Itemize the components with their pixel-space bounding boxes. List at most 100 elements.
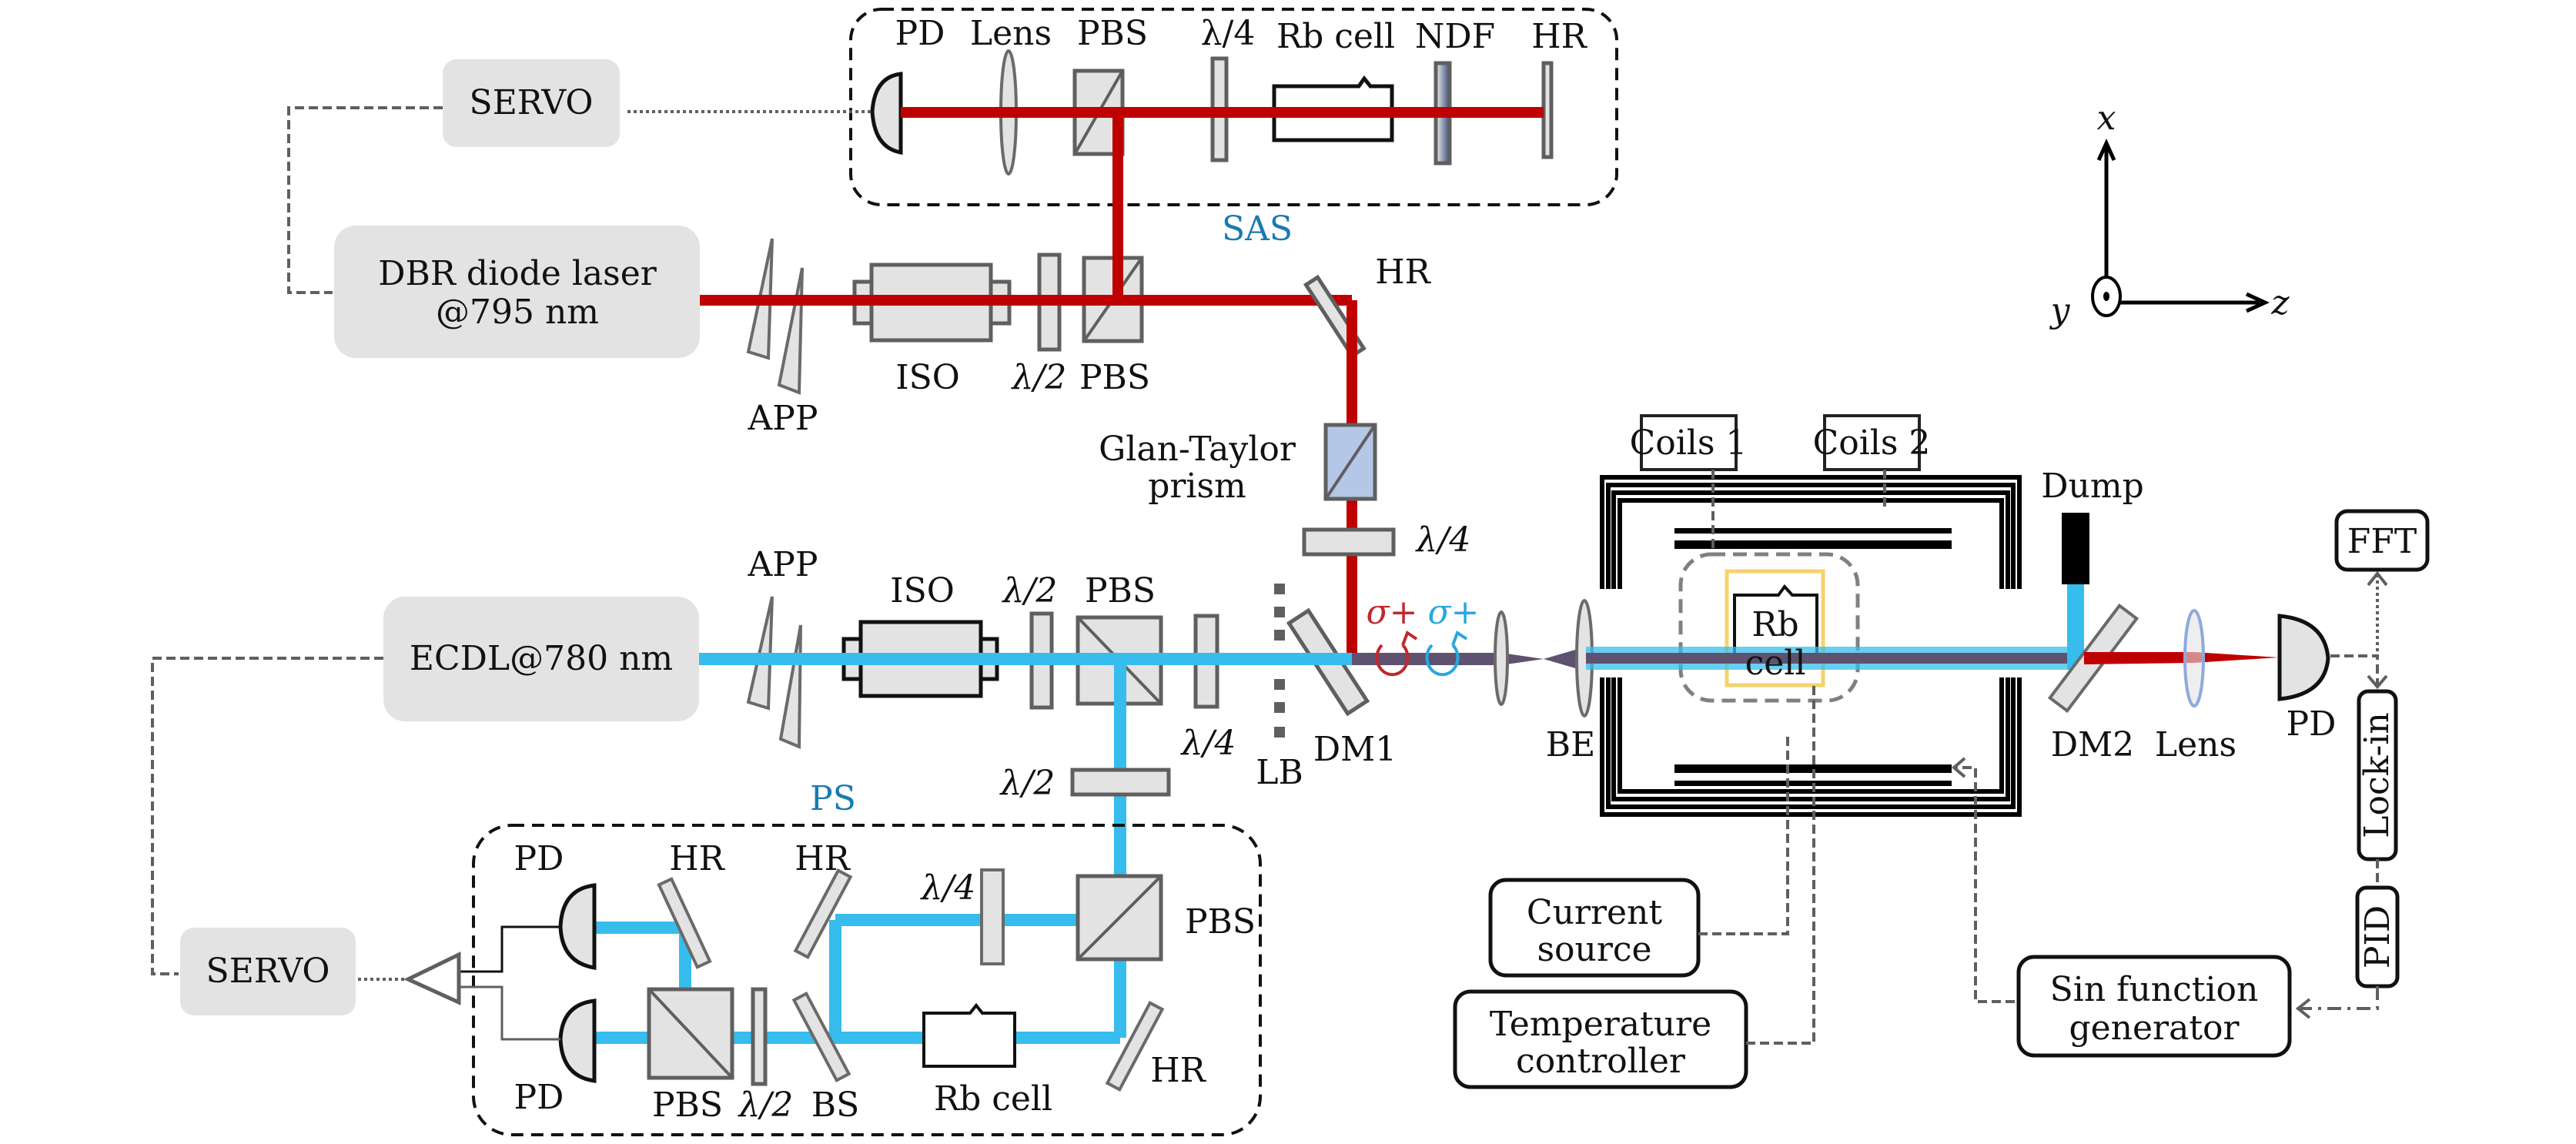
servo-bottom-box [180,928,356,1015]
sas-ndf-label: NDF [1415,17,1495,56]
dbr-iso-label: ISO [895,358,960,397]
chamber-rb-cell-line2: cell [1745,644,1806,683]
differential-amplifier-icon [403,952,461,1005]
oven-enclosure [1678,552,1860,703]
pump-polarization-label: σ+ [1367,593,1418,632]
dbr-hr-label: HR [1375,253,1431,292]
ecdl-half-wave-down-label: λ/2 [999,764,1055,803]
coils-1-label: Coils 1 [1630,423,1748,463]
ps-half-wave-plate [751,987,768,1086]
glan-taylor-line2: prism [1148,467,1246,506]
sas-rb-cell-label: Rb cell [1276,17,1395,56]
glan-taylor-line1: Glan-Taylor [1099,430,1296,469]
dump-label: Dump [2041,467,2144,506]
z-axis-label: z [2270,283,2290,323]
beam-dump [2062,513,2089,584]
oven-heater [1725,569,1825,687]
sas-pd-label: PD [895,14,945,53]
dbr-laser-box [334,226,700,358]
temperature-controller-line1: Temperature [1490,1005,1711,1044]
detection-photodiode [2277,614,2330,701]
ps-rb-cell-label: Rb cell [934,1079,1052,1119]
ps-hr-1 [657,877,712,969]
dm1-label: DM1 [1313,730,1397,769]
ecdl-label: ECDL@780 nm [410,639,673,678]
dm2-label: DM2 [2051,725,2134,764]
dbr-app-label: APP [748,399,818,438]
sas-quarter-wave-label: λ/4 [1201,14,1256,53]
ps-hr-3 [1105,1000,1165,1092]
coordinate-axes: x y z [2049,99,2290,330]
pid-label: PID [2358,905,2397,968]
servo-top-box [443,59,620,147]
ps-quarter-wave-label: λ/4 [920,868,976,908]
sas-group: SAS PD Lens PBS λ/4 Rb cell NDF HR [849,8,1618,249]
be-lens-1 [1494,610,1509,706]
coil-bar-top-1 [1674,528,1952,534]
ecdl-app-prism-2 [778,624,802,749]
sas-hr-mirror [1541,61,1554,159]
ecdl-half-wave-label: λ/2 [1002,571,1058,610]
generator-to-coils-wire [1954,766,2015,1003]
detection-lens-label: Lens [2155,725,2236,764]
coils-1-box [1640,414,1738,471]
chamber-rb-cell-line1: Rb [1751,605,1798,644]
ps-pd-bottom-label: PD [514,1078,564,1117]
coil-bar-top-2 [1674,540,1952,549]
pump-circular-polarization-icon [1375,644,1410,677]
sas-group-label: SAS [1222,209,1293,249]
ecdl-box [383,597,699,721]
pid-to-generator-wire [2298,986,2379,1010]
coils-2-label: Coils 2 [1813,423,1931,463]
dbr-laser-line2: @795 nm [436,293,599,332]
sas-photodiode [870,72,903,155]
ecdl-pbs-label: PBS [1085,571,1156,610]
coils-2-box [1823,414,1921,471]
servo-top-label: SERVO [470,83,594,122]
ps-hr-2 [793,868,853,960]
detection-pd-label: PD [2287,704,2337,744]
ps-group: PS PD PD HR HR λ/4 PBS PBS λ/2 BS Rb cel… [460,779,1262,1136]
be-label: BE [1546,725,1595,764]
fft-box [2334,509,2430,572]
ps-group-border [472,824,1262,1136]
servo-bottom-label: SERVO [206,952,330,991]
coil-bar-bottom-1 [1674,764,1952,773]
dbr-app-prism-2 [777,267,804,395]
ecdl-app-label: APP [748,545,818,584]
ps-half-wave-label: λ/2 [738,1085,794,1125]
lock-in-label: Lock-in [2357,712,2397,838]
current-source-box [1488,878,1701,978]
dbr-half-wave-label: λ/2 [1011,358,1067,397]
temperature-controller-wire [1746,685,1815,1045]
probe-circular-polarization-icon [1425,644,1460,677]
ecdl-app-prism-1 [746,596,774,711]
ps-hr-1-label: HR [669,839,725,878]
x-axis-label: x [2097,99,2116,138]
ps-pd-bottom [558,998,597,1083]
sin-generator-line1: Sin function [2050,970,2259,1009]
current-source-wire [1698,735,1789,935]
pump-quarter-wave-label: λ/4 [1415,520,1471,560]
sas-group-border [849,8,1618,206]
ps-pbs-left-label: PBS [652,1085,723,1125]
ps-pd-top [558,883,597,970]
ps-bs [791,991,851,1083]
sas-pbs-label: PBS [1077,14,1148,53]
ps-group-label: PS [810,779,856,818]
y-axis-label: y [2049,291,2071,330]
ps-hr-3-label: HR [1150,1051,1206,1090]
ecdl-quarter-wave-label: λ/4 [1180,724,1236,763]
fft-label: FFT [2347,522,2417,561]
temperature-controller-box [1453,989,1748,1089]
sas-lens-label: Lens [970,14,1052,53]
ps-pbs-right-label: PBS [1185,902,1256,942]
sin-generator-box [2016,955,2292,1058]
ecdl-half-wave-down-plate [1070,768,1171,797]
ecdl-iso-label: ISO [890,571,955,610]
ps-quarter-wave-plate [980,868,1005,965]
probe-polarization-label: σ+ [1428,593,1480,632]
sas-hr-label: HR [1531,17,1587,56]
sin-generator-line2: generator [2069,1009,2240,1048]
